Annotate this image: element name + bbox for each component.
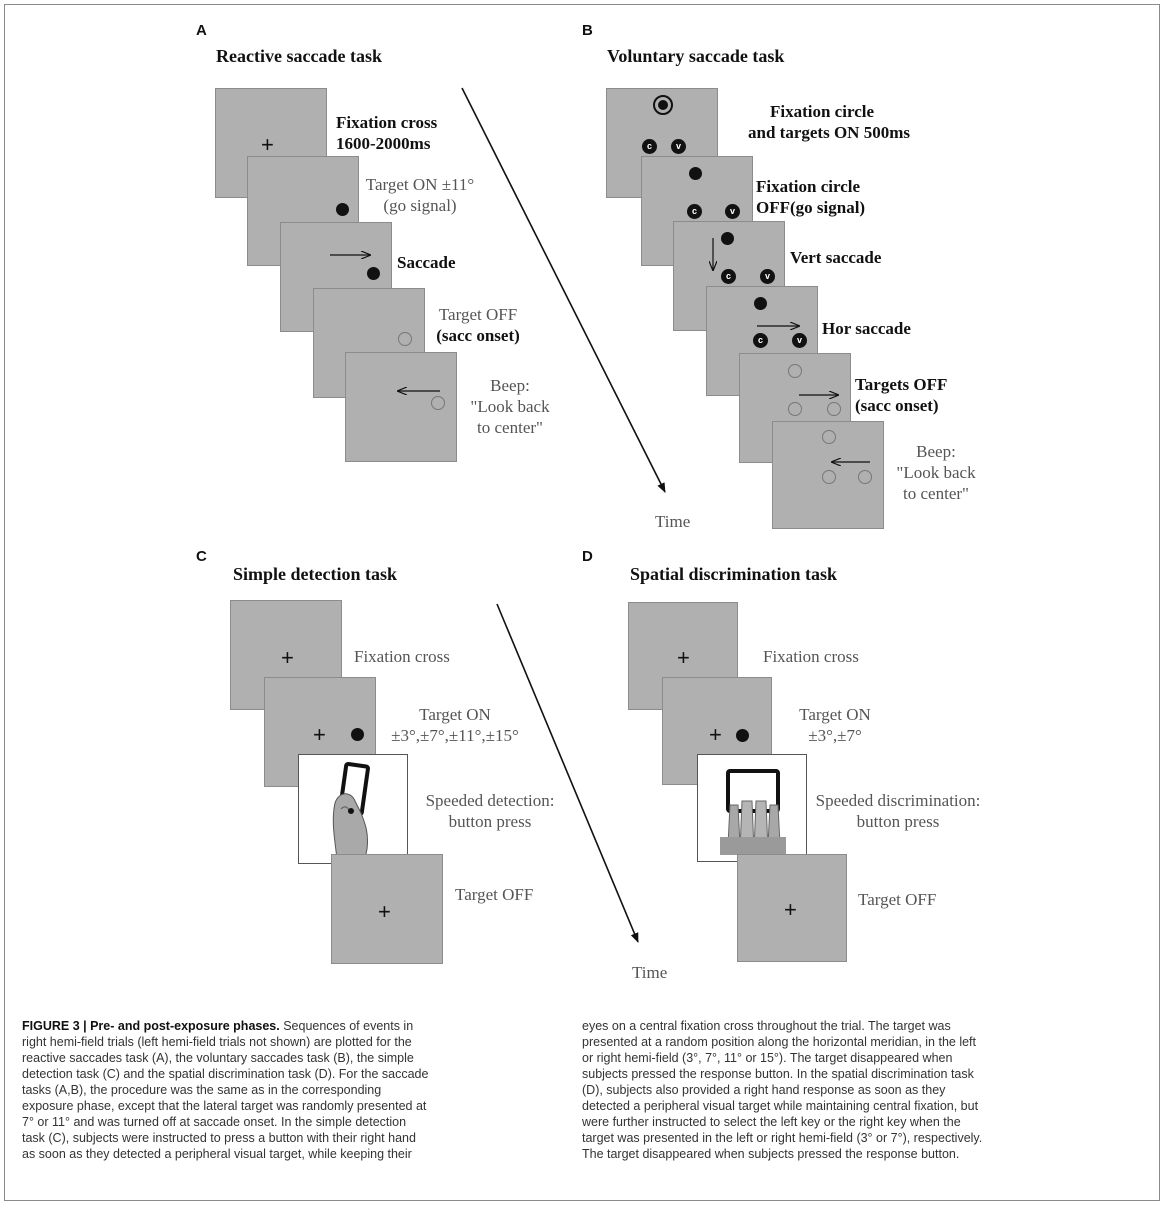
button-press-hand-icon [332, 761, 370, 859]
button-press-hands-icon [720, 769, 786, 855]
fixation-cross-icon: + [709, 722, 722, 747]
panel-d-screen-4: + [737, 854, 847, 962]
fixation-cross-icon: + [784, 897, 797, 922]
panel-b-letter: B [582, 22, 593, 39]
fixation-cross-icon: + [378, 899, 391, 924]
time-label-bottom: Time [632, 963, 668, 982]
target-c-icon: c [687, 204, 702, 219]
fixation-dot-icon [689, 167, 702, 180]
panel-a-label-2: Target ON ±11°(go signal) [365, 175, 475, 215]
panel-a-screen-5 [345, 352, 457, 462]
panel-b-screen-6 [772, 421, 884, 529]
panel-d-label-2: Target ON±3°,±7° [799, 705, 871, 745]
target-off-ring-icon [788, 402, 802, 416]
target-off-ring-icon [827, 402, 841, 416]
target-off-ring-icon [431, 396, 445, 410]
panel-a-title: Reactive saccade task [216, 46, 382, 66]
panel-d-label-4: Target OFF [858, 890, 937, 909]
target-dot-icon [736, 729, 749, 742]
target-off-ring-icon [822, 470, 836, 484]
panel-b-title: Voluntary saccade task [607, 46, 785, 66]
target-c-icon: c [642, 139, 657, 154]
panel-a-label-4: Target OFF(sacc onset) [436, 305, 520, 345]
panel-a-letter: A [196, 22, 207, 39]
target-c-icon: c [721, 269, 736, 284]
time-label-top: Time [655, 512, 691, 531]
time-arrow-bottom [496, 603, 639, 943]
target-off-ring-icon [822, 430, 836, 444]
figure-frame [4, 4, 1160, 1201]
panel-d-label-3: Speeded discrimination:button press [815, 791, 981, 831]
target-off-ring-icon [858, 470, 872, 484]
panel-c-letter: C [196, 548, 207, 565]
fixation-dot-icon [754, 297, 767, 310]
panel-c-label-2: Target ON±3°,±7°,±11°,±15° [391, 705, 519, 745]
caption-left: FIGURE 3 | Pre- and post-exposure phases… [22, 1019, 429, 1161]
panel-d-label-1: Fixation cross [763, 647, 859, 666]
fixation-cross-icon: + [313, 722, 326, 747]
caption-label: FIGURE 3 | Pre- and post-exposure phases… [22, 1019, 280, 1033]
fixation-cross-icon: + [281, 645, 294, 670]
target-dot-icon [336, 203, 349, 216]
fixation-dot-icon [721, 232, 734, 245]
panel-a-label-3: Saccade [397, 253, 456, 272]
panel-d-letter: D [582, 548, 593, 565]
target-off-ring-icon [788, 364, 802, 378]
panel-d-screen-3 [697, 754, 807, 862]
target-dot-icon [367, 267, 380, 280]
panel-c-screen-4: + [331, 854, 443, 964]
caption-right: eyes on a central fixation cross through… [582, 1019, 983, 1161]
fixation-circle-icon [653, 95, 673, 115]
target-v-icon: v [792, 333, 807, 348]
time-arrow-top [461, 87, 666, 493]
target-off-ring-icon [398, 332, 412, 346]
panel-b-label-5: Targets OFF(sacc onset) [855, 375, 948, 415]
target-dot-icon [351, 728, 364, 741]
target-c-icon: c [753, 333, 768, 348]
panel-c-label-3: Speeded detection:button press [425, 791, 555, 831]
target-v-icon: v [671, 139, 686, 154]
panel-c-label-4: Target OFF [455, 885, 534, 904]
target-v-icon: v [760, 269, 775, 284]
panel-c-label-1: Fixation cross [354, 647, 450, 666]
panel-c-screen-3 [298, 754, 408, 864]
panel-d-title: Spatial discrimination task [630, 564, 838, 584]
panel-b-label-4: Hor saccade [822, 319, 911, 338]
fixation-cross-icon: + [261, 132, 274, 157]
panel-c-title: Simple detection task [233, 564, 397, 584]
fixation-cross-icon: + [677, 645, 690, 670]
target-v-icon: v [725, 204, 740, 219]
panel-b-label-3: Vert saccade [790, 248, 882, 267]
